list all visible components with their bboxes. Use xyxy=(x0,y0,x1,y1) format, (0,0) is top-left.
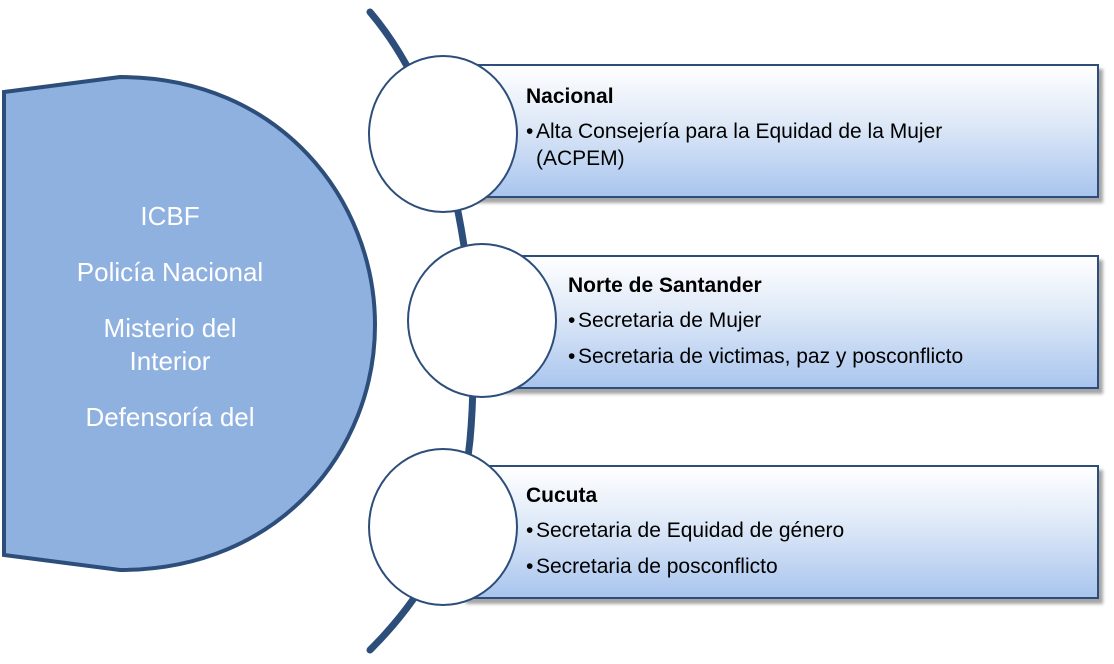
circle-node-nacional xyxy=(368,55,518,213)
bullet-glyph: • xyxy=(568,309,576,332)
box-item-text: Secretaria de Mujer xyxy=(578,309,762,332)
box-item: • Alta Consejería para la Equidad de la … xyxy=(526,118,1083,172)
bullet-glyph: • xyxy=(526,519,534,542)
box-title-norte-de-santander: Norte de Santander xyxy=(568,274,762,297)
box-item: • Secretaria de victimas, paz y posconfl… xyxy=(568,343,1087,370)
box-norte-de-santander: Norte de Santander • Secretaria de Mujer… xyxy=(500,255,1099,389)
left-panel: ICBF Policía Nacional Misterio del Inter… xyxy=(0,0,380,664)
box-item: • Secretaria de Equidad de género xyxy=(526,517,1083,544)
box-nacional: Nacional • Alta Consejería para la Equid… xyxy=(462,64,1099,198)
bullet-glyph: • xyxy=(526,120,534,143)
bullet-glyph: • xyxy=(568,345,576,368)
box-item-text: Secretaria de victimas, paz y posconflic… xyxy=(578,345,964,368)
box-item: • Secretaria de posconflicto xyxy=(526,553,1083,580)
box-item: • Secretaria de Mujer xyxy=(568,307,1087,334)
box-item-text: Secretaria de Equidad de género xyxy=(536,519,845,542)
box-title-nacional: Nacional xyxy=(526,85,614,108)
left-text-policia: Policía Nacional xyxy=(76,257,264,287)
box-item-text: Alta Consejería para la Equidad de la Mu… xyxy=(536,120,943,170)
left-text-defensoria: Defensoría del xyxy=(85,402,255,432)
circle-node-cucuta xyxy=(368,448,518,606)
box-cucuta: Cucuta • Secretaria de Equidad de género… xyxy=(462,465,1099,599)
left-half-disc xyxy=(2,74,378,573)
bullet-glyph: • xyxy=(526,555,534,578)
circle-node-norte-de-santander xyxy=(407,243,557,398)
left-text-ministerio: Misterio del Interior xyxy=(103,313,237,376)
left-panel-texts: ICBF Policía Nacional Misterio del Inter… xyxy=(20,200,320,457)
left-text-icbf: ICBF xyxy=(140,201,200,231)
box-item-text: Secretaria de posconflicto xyxy=(536,555,778,578)
box-title-cucuta: Cucuta xyxy=(526,484,598,507)
